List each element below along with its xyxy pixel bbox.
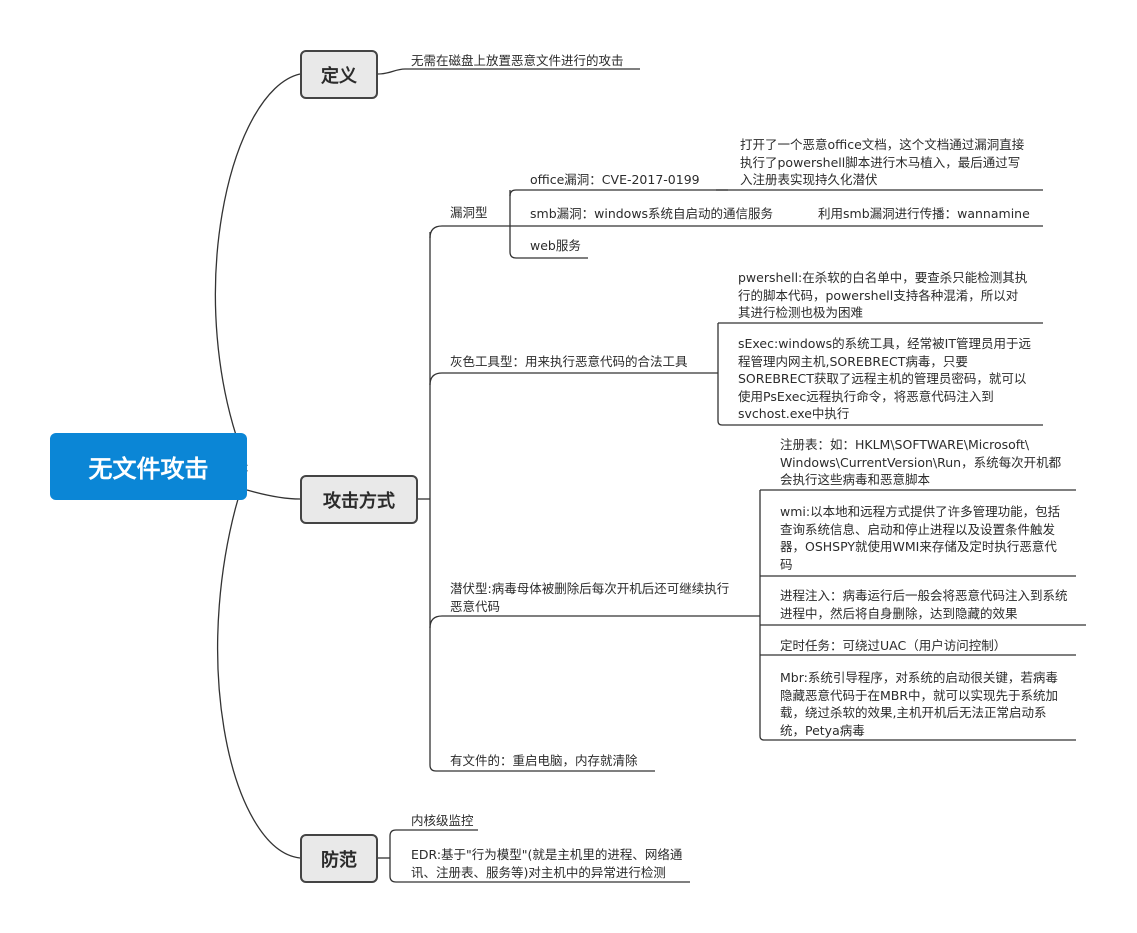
gray-label[interactable]: 灰色工具型：用来执行恶意代码的合法工具: [450, 354, 688, 369]
gray-spine: [717, 323, 1043, 426]
vuln-web-label[interactable]: web服务: [530, 238, 581, 253]
branch-gray: [429, 372, 718, 386]
wmi-line-3: 器，OSHSPY就使用WMI来存储及定时执行恶意代: [780, 539, 1057, 554]
office-detail-line-2: 执行了powershell脚本进行木马植入，最后通过写: [740, 154, 1021, 170]
vuln-office: [509, 189, 716, 197]
psexec-line-3: SOREBRECT获取了远程主机的管理员密码，就可以: [738, 371, 1027, 386]
edr-line-1: EDR:基于"行为模型"(就是主机里的进程、网络通: [411, 847, 683, 862]
link-root-definition: [214, 73, 301, 467]
file-label[interactable]: 有文件的：重启电脑，内存就清除: [450, 753, 638, 768]
powershell-line-3: 其进行检测也极为困难: [738, 305, 864, 320]
latent-label-line-1: 潜伏型:病毒母体被删除后每次开机后还可继续执行: [450, 581, 730, 596]
attack-spine: [429, 232, 437, 772]
edr-line-2: 讯、注册表、服务等)对主机中的异常进行检测: [411, 864, 666, 880]
latent-label-line-2: 恶意代码: [450, 598, 501, 614]
mbr-line-1: Mbr:系统引导程序，对系统的启动很关键，若病毒: [780, 670, 1058, 685]
definition-text[interactable]: 无需在磁盘上放置恶意文件进行的攻击: [411, 53, 624, 68]
vuln-spine: [509, 190, 588, 259]
registry-line-1: 注册表：如：HKLM\SOFTWARE\Microsoft\: [780, 437, 1030, 452]
vuln-office-label[interactable]: office漏洞：CVE-2017-0199: [530, 172, 700, 187]
wmi-line-2: 查询系统信息、启动和停止进程以及设置条件触发: [780, 521, 1056, 537]
vuln-smb-label[interactable]: smb漏洞：windows系统自启动的通信服务: [530, 206, 774, 221]
injection-line-2: 进程中，然后将自身删除，达到隐藏的效果: [780, 605, 1018, 621]
psexec-line-4: 使用PsExec远程执行命令，将恶意代码注入到: [738, 388, 994, 404]
wmi-line-4: 码: [780, 556, 793, 572]
branch-vuln: [429, 225, 510, 239]
link-root-attack: [246, 489, 301, 500]
defense-kernel[interactable]: 内核级监控: [411, 813, 474, 828]
latent-task[interactable]: 定时任务：可绕过UAC（用户访问控制）: [780, 638, 1007, 653]
powershell-line-1: pwershell:在杀软的白名单中，要查杀只能检测其执: [738, 270, 1028, 285]
vuln-label[interactable]: 漏洞型: [450, 205, 488, 220]
link-root-defense: [217, 469, 301, 859]
psexec-line-1: sExec:windows的系统工具，经常被IT管理员用于远: [738, 336, 1031, 351]
psexec-line-2: 程管理内网主机,SOREBRECT病毒，只要: [738, 353, 968, 369]
powershell-line-2: 行的脚本代码，powershell支持各种混淆，所以对: [738, 287, 1019, 303]
topic-defense[interactable]: 防范: [300, 834, 378, 883]
wmi-line-1: wmi:以本地和远程方式提供了许多管理功能，包括: [780, 504, 1061, 519]
topic-definition[interactable]: 定义: [300, 50, 378, 99]
mbr-line-2: 隐藏恶意代码于在MBR中，就可以实现先于系统加: [780, 687, 1059, 703]
link-definition-text: [377, 68, 640, 75]
injection-line-1: 进程注入：病毒运行后一般会将恶意代码注入到系统: [780, 588, 1068, 603]
vuln-smb-detail[interactable]: 利用smb漏洞进行传播：wannamine: [818, 206, 1030, 221]
defense-edr-line: [389, 858, 690, 883]
mbr-line-4: 统，Petya病毒: [780, 722, 865, 738]
root-topic[interactable]: 无文件攻击: [50, 433, 247, 500]
latent-spine: [759, 490, 1076, 741]
registry-line-3: 会执行这些病毒和恶意脚本: [780, 472, 931, 487]
mbr-line-3: 载，绕过杀软的效果,主机开机后无法正常启动系: [780, 705, 1047, 720]
defense-kernel-line: [389, 829, 478, 858]
office-detail-line-1: 打开了一个恶意office文档，这个文档通过漏洞直接: [740, 137, 1025, 152]
psexec-line-5: svchost.exe中执行: [738, 406, 850, 421]
branch-latent: [429, 615, 760, 629]
office-detail-line-3: 入注册表实现持久化潜伏: [740, 172, 878, 187]
registry-line-2: Windows\CurrentVersion\Run，系统每次开机都: [780, 454, 1062, 470]
topic-attack[interactable]: 攻击方式: [300, 475, 418, 524]
